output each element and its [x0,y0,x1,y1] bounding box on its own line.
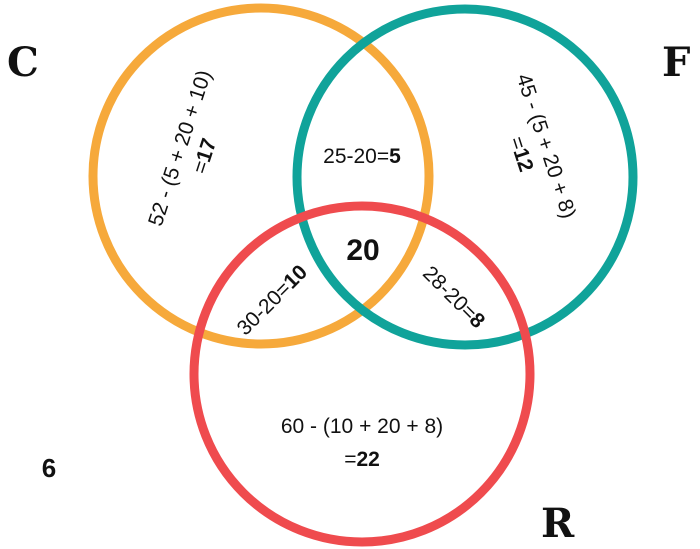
set-label-c: C [7,39,39,86]
region-c-and-r-label: 30-20=10 [233,261,312,340]
region-outside: 6 [42,453,56,483]
set-label-r: R [541,500,575,547]
region-f-and-r-label: 28-20=8 [418,262,489,333]
region-f-only-result: =12 [505,134,538,175]
region-r-only: 60 - (10 + 20 + 8) =22 [281,415,443,471]
circle-c [88,3,434,349]
circle-f [292,4,638,350]
region-f-and-r: 28-20=8 [418,262,489,333]
circle-r [189,201,535,547]
region-c-only: 52 - (5 + 20 + 10) =17 [144,67,221,228]
region-all-three: 20 [346,234,379,267]
region-f-only: 45 - (5 + 20 + 8) =12 [505,71,580,221]
set-label-f: F [662,39,690,86]
region-r-only-expression: 60 - (10 + 20 + 8) [281,415,443,438]
region-r-only-result: =22 [344,448,380,471]
region-c-and-r: 30-20=10 [233,261,312,340]
region-c-and-f: 25-20=5 [323,145,401,168]
